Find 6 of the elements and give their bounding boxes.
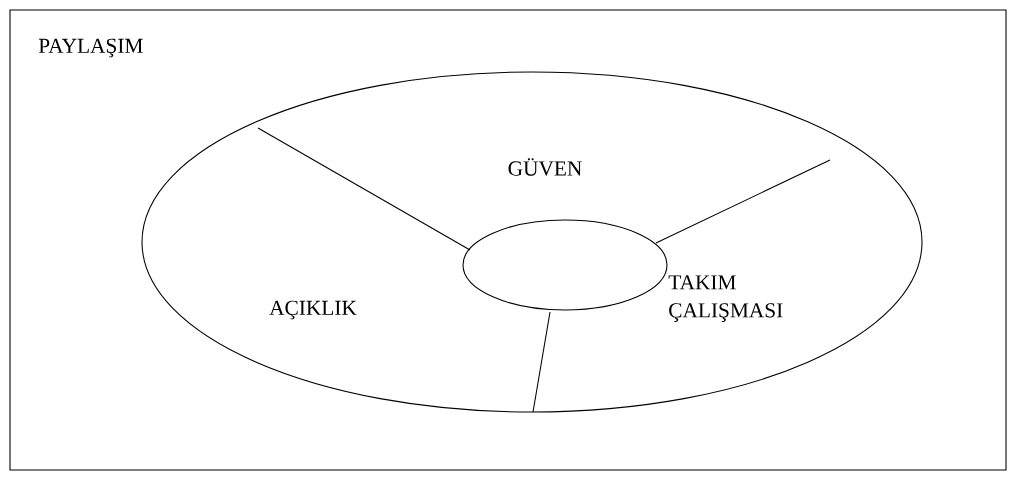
title: PAYLAŞIM xyxy=(38,38,143,58)
outer-ellipse xyxy=(141,71,923,413)
sector-label: GÜVEN xyxy=(508,158,582,176)
sector-label: AÇIKLIK xyxy=(269,300,357,320)
sector-label: TAKIM ÇALIŞMASI xyxy=(668,275,783,322)
inner-ellipse xyxy=(462,219,668,311)
